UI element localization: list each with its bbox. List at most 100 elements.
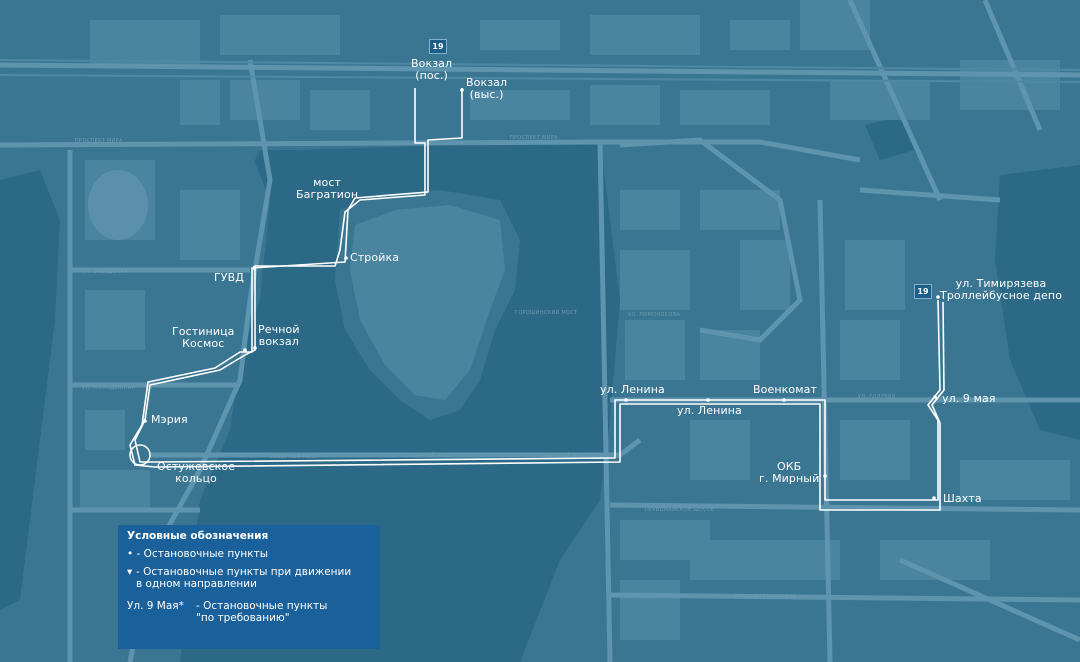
street-label: ПРОСПЕКТ ГАГАРИНА <box>735 594 797 600</box>
street-label: УЛ. ГОЛЕВАЯ <box>858 394 896 400</box>
ostuzhevskoe-ring <box>129 444 151 466</box>
street-label: УЛ. ЛОМОНОСОВА <box>628 312 680 318</box>
route-line <box>134 88 941 501</box>
stop-label-meriya[interactable]: Мэрия <box>151 413 188 426</box>
stop-label-guvd[interactable]: ГУВД <box>214 271 244 284</box>
block <box>230 80 300 120</box>
block <box>800 0 870 50</box>
road <box>0 62 1080 78</box>
street-label: УЛ. ЗАВОДСКАЯ <box>82 269 128 275</box>
block <box>620 250 690 310</box>
block <box>680 90 770 125</box>
stop-dot <box>933 395 937 399</box>
stop-symbol-icon: • <box>127 548 134 560</box>
road <box>847 0 943 202</box>
road <box>859 187 1001 203</box>
route-19-badge[interactable]: 19 <box>429 39 447 54</box>
stop-dot <box>460 88 464 92</box>
block <box>620 190 680 230</box>
stop-label-timiryazeva[interactable]: ул. Тимирязева Троллейбусное депо <box>940 277 1063 302</box>
block <box>700 190 780 230</box>
block <box>730 20 790 50</box>
stop-label-most-bagration[interactable]: мост Багратион <box>296 176 359 201</box>
block <box>85 410 125 450</box>
block <box>85 290 145 350</box>
block <box>220 15 340 55</box>
lake-east <box>995 165 1080 440</box>
block <box>845 240 905 310</box>
legend-request-text: - Остановочные пункты "по требованию" <box>196 600 328 624</box>
street-label: ПРОСПЕКТ МИРА <box>75 138 123 144</box>
stop-dot <box>143 419 147 423</box>
road <box>982 0 1043 131</box>
street-label: СЕВЕРНЫЙ МОСТ <box>405 452 454 459</box>
block <box>960 460 1070 500</box>
street-label: СЕВЕРНЫЙ МОСТ <box>540 452 589 459</box>
block <box>310 90 370 130</box>
stop-label-voenkomat[interactable]: Военкомат <box>753 383 817 396</box>
street-label: ГОРОШИНСКИЙ МОСТ <box>515 309 578 316</box>
map-legend: Условные обозначения • - Остановочные пу… <box>118 525 380 649</box>
oneway-stop-icon: ▾ <box>127 566 133 578</box>
block <box>690 420 750 480</box>
stop-dot <box>243 348 247 352</box>
stop-dot <box>823 474 827 478</box>
rail <box>0 59 1080 71</box>
lake-west <box>0 170 60 610</box>
legend-request-example: Ул. 9 Мая* <box>127 600 184 612</box>
stop-label-lenina[interactable]: ул. Ленина <box>677 404 742 417</box>
block <box>620 580 680 640</box>
street-label: ПЕРВОМАЙСКОЕ ШОССЕ <box>645 506 714 513</box>
stop-label-shakhta[interactable]: Шахта <box>943 492 982 505</box>
block <box>90 20 200 65</box>
block <box>590 85 660 125</box>
block <box>180 190 240 260</box>
legend-stop-text: - Остановочные пункты <box>136 548 269 560</box>
street-label: СЕВЕРНЫЙ МОСТ <box>270 453 319 460</box>
route-19-badge[interactable]: 19 <box>914 284 932 299</box>
block <box>840 320 900 380</box>
stop-dot <box>624 398 628 402</box>
street-label: УЛ. МОЛОДЁЖНАЯ <box>82 384 135 391</box>
stop-label-okb[interactable]: ОКБ г. Мирный <box>759 460 820 485</box>
stop-dot <box>344 256 348 260</box>
block <box>690 540 840 580</box>
stop-label-vokzal-pos[interactable]: Вокзал (пос.) <box>411 57 453 82</box>
block <box>480 20 560 50</box>
block <box>625 320 685 380</box>
legend-title: Условные обозначения <box>127 530 269 542</box>
road <box>597 141 613 662</box>
block <box>740 240 790 310</box>
rail <box>0 74 1080 83</box>
block <box>840 420 910 480</box>
road <box>619 137 803 343</box>
stop-dot <box>932 496 936 500</box>
road <box>609 592 1080 603</box>
block <box>830 80 930 120</box>
stop-label-gostinitsa[interactable]: Гостиница Космос <box>172 325 235 350</box>
stop-dot <box>252 266 256 270</box>
road <box>609 502 1080 513</box>
pond <box>865 115 915 160</box>
stop-label-may9[interactable]: ул. 9 мая <box>942 392 996 405</box>
block <box>80 470 150 510</box>
stop-dot <box>936 295 940 299</box>
road <box>898 557 1080 643</box>
block <box>960 60 1060 110</box>
stop-label-ostuzhevskoe[interactable]: Остужевское кольцо <box>157 460 236 485</box>
street-label: ПРОСПЕКТ МИРА <box>510 135 558 141</box>
stop-label-rechnoy[interactable]: Речной вокзал <box>258 323 300 348</box>
block <box>180 80 220 125</box>
stop-label-vokzal-vys[interactable]: Вокзал (выс.) <box>466 76 508 101</box>
stop-dot <box>706 398 710 402</box>
legend-oneway-text: - Остановочные пункты при движении в одн… <box>136 566 352 590</box>
legend-row-stop: • - Остановочные пункты <box>127 548 268 560</box>
block <box>470 90 570 120</box>
stop-label-lenina[interactable]: ул. Ленина <box>600 383 665 396</box>
stop-label-stroyka[interactable]: Стройка <box>350 251 400 264</box>
stop-dot <box>782 398 786 402</box>
stop-dot <box>253 346 257 350</box>
island-inner <box>350 205 505 400</box>
block <box>590 15 700 55</box>
